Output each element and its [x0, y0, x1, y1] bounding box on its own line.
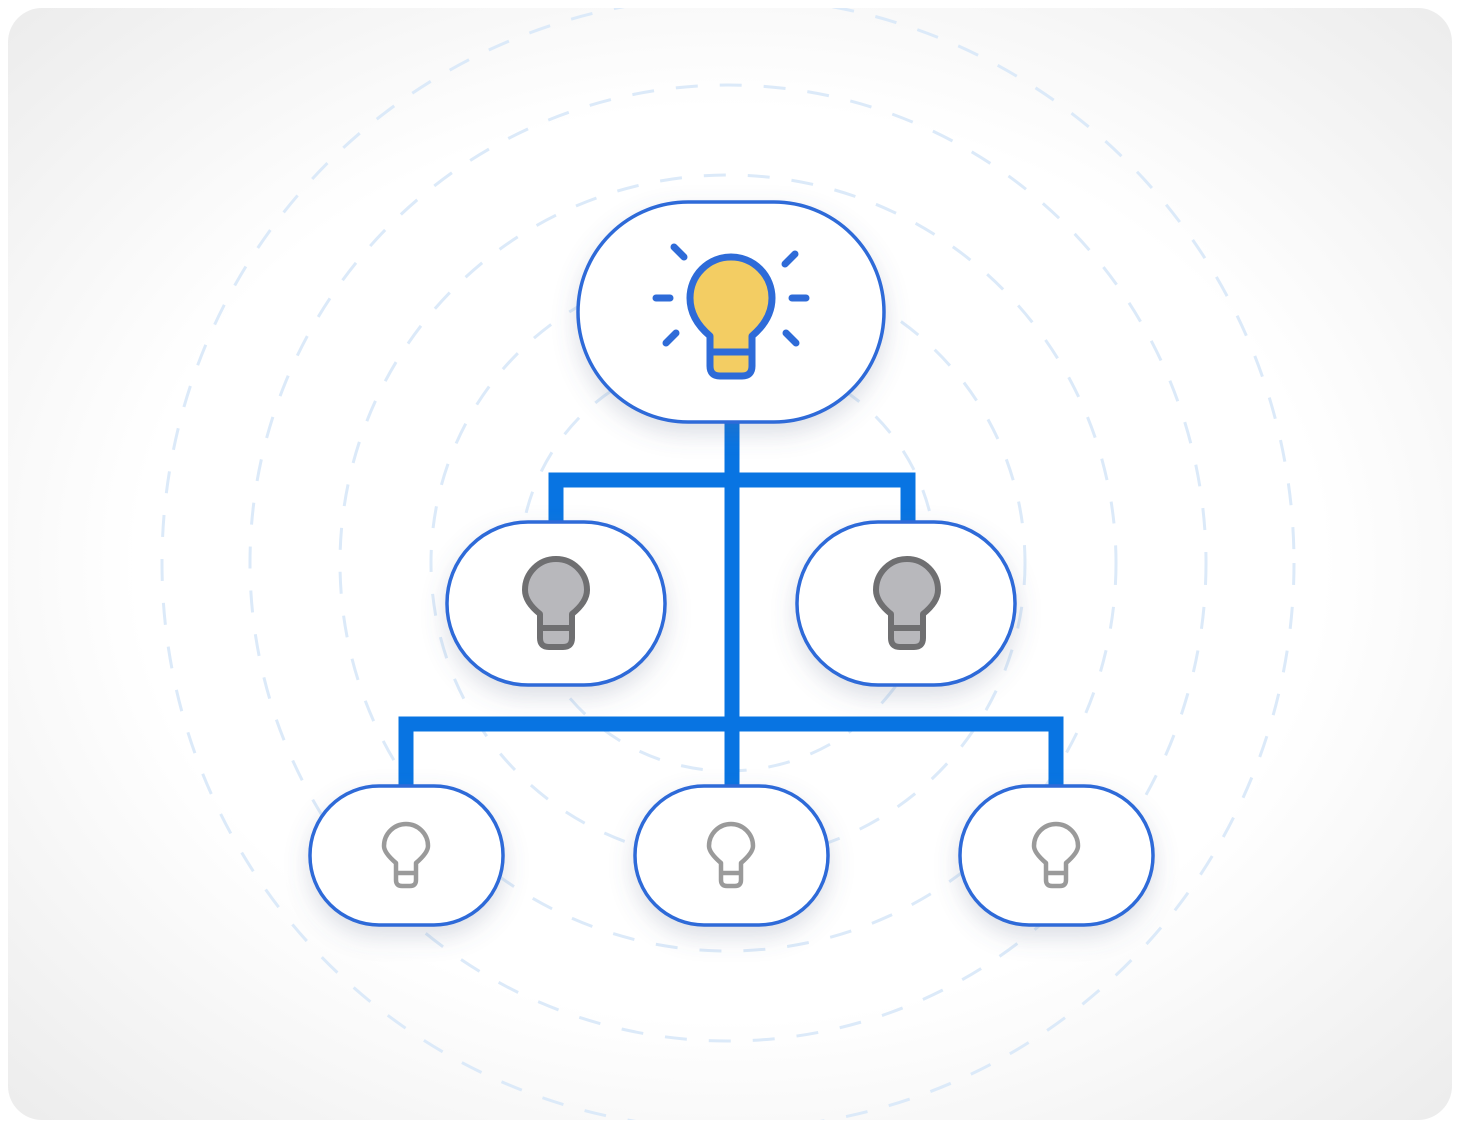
leaf-node-right[interactable]	[958, 784, 1155, 927]
leaf-node-right-shape[interactable]	[958, 784, 1155, 927]
bulb-globe	[381, 821, 431, 889]
ring	[160, 8, 1296, 1120]
mid-branch-connector	[548, 472, 916, 525]
leaf-node-center-shape[interactable]	[633, 784, 830, 927]
bulb-globe	[686, 253, 776, 380]
light-ray	[670, 243, 688, 261]
bulb-globe	[1031, 821, 1081, 889]
ring	[429, 264, 1027, 862]
light-ray	[782, 329, 800, 347]
leaf-node-center[interactable]	[633, 784, 830, 927]
lightbulb-outline-icon	[381, 821, 431, 889]
lightbulb-gray-icon	[873, 556, 941, 650]
ring	[248, 83, 1208, 1043]
connectors	[398, 420, 1064, 790]
lightbulb-outline-icon	[1031, 821, 1081, 889]
lightbulb-outline-icon	[706, 821, 756, 889]
light-ray	[781, 250, 799, 268]
lightbulb-lit-icon	[652, 243, 810, 380]
lightbulb-gray-icon	[522, 556, 590, 650]
leaf-branch-connector	[398, 716, 1064, 790]
leaf-node-left[interactable]	[308, 784, 505, 927]
light-ray	[662, 329, 680, 347]
ring	[338, 173, 1118, 953]
leaf-node-left-shape[interactable]	[308, 784, 505, 927]
bulb-globe	[522, 556, 590, 650]
bulb-globe	[706, 821, 756, 889]
bulb-globe	[873, 556, 941, 650]
